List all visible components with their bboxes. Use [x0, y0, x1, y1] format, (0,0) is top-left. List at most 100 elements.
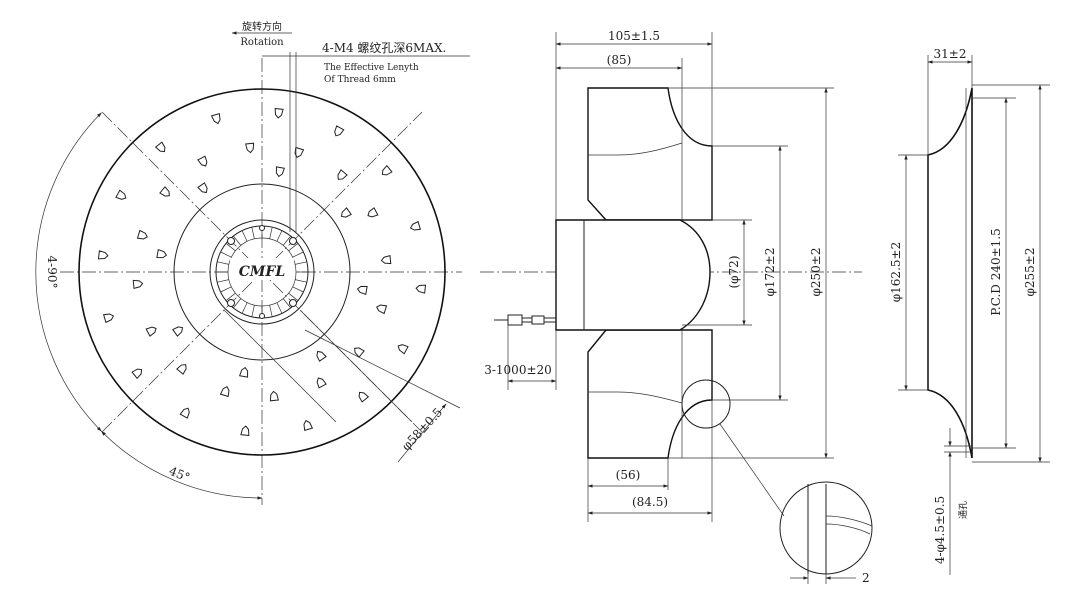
heatsink-fin	[241, 302, 248, 314]
blade-marker	[145, 326, 157, 337]
inlet-ring-view: 31±2 φ162.5±2 P.C.D 240±1.5 φ255±2 4-φ4.…	[889, 47, 1050, 575]
hub-dim-extension	[299, 309, 413, 423]
blade-marker	[159, 186, 170, 197]
inlet-ring-profile	[927, 87, 973, 459]
motor-hub: CMFL	[209, 219, 315, 325]
heatsink-fin	[217, 279, 229, 283]
blade-marker	[294, 146, 305, 158]
blade-marker	[131, 368, 143, 380]
mount-hole	[259, 313, 265, 319]
rotation-en: Rotation	[240, 37, 284, 48]
ring-inner-dia-label: φ162.5±2	[889, 242, 903, 302]
hub-dim-extension	[223, 309, 337, 423]
outer-dia-label: φ250±2	[809, 248, 823, 297]
blade-marker	[115, 189, 127, 200]
ring-holes-label: 4-φ4.5±0.5	[933, 496, 947, 564]
blade-marker	[136, 229, 148, 240]
detail-gap-label: 2	[862, 571, 870, 585]
thread-note-2: Of Thread 6mm	[324, 75, 396, 85]
blade-marker	[316, 377, 327, 389]
upper-housing	[587, 87, 713, 221]
blade-marker	[409, 220, 422, 231]
heatsink-fin	[295, 279, 307, 283]
cable-length-label: 3-1000±20	[484, 363, 552, 377]
blade-marker	[132, 279, 144, 290]
blade-marker	[415, 284, 427, 294]
blade-marker	[303, 419, 314, 432]
blade-marker	[238, 366, 249, 378]
mount-hole	[227, 299, 235, 307]
thread-note-1: The Effective Lenyth	[324, 63, 419, 73]
heatsink-fin	[288, 243, 299, 252]
blade-marker	[340, 207, 352, 218]
impeller-inner-ring	[173, 183, 351, 361]
blade-marker	[156, 248, 168, 259]
blade-marker	[334, 125, 345, 137]
hub-dim-line	[304, 329, 461, 409]
blade-marker	[97, 250, 109, 260]
heatsink-fin	[220, 286, 232, 293]
front-view: CMFL 旋转方向 Rotation 4-M4 螺纹孔深6MAX. The Ef…	[35, 20, 470, 505]
ring-outer-dia-label: φ255±2	[1023, 248, 1037, 297]
width-84-5-label: (84.5)	[632, 495, 668, 509]
heatsink-fin	[288, 292, 299, 301]
lower-housing	[587, 329, 713, 459]
heatsink-fin	[292, 251, 304, 258]
heatsink-fin	[251, 227, 255, 239]
upper-blade-edge	[588, 142, 683, 156]
heatsink-fin	[295, 261, 307, 265]
ring-holes-note: 通孔	[958, 501, 969, 519]
heatsink-fin	[217, 261, 229, 265]
ring-pcd-label: P.C.D 240±1.5	[989, 228, 1003, 316]
blade-marker	[337, 169, 348, 180]
angle-45-arc	[101, 430, 263, 500]
heatsink-fin	[282, 235, 291, 246]
lower-blade-edge	[588, 391, 683, 404]
blade-marker	[219, 386, 230, 398]
thread-spec: 4-M4 螺纹孔深6MAX.	[322, 41, 446, 55]
blade-marker	[356, 285, 368, 296]
ring-depth-label: 31±2	[934, 47, 967, 61]
blade-marker	[197, 155, 208, 167]
heatsink-fin	[251, 305, 255, 317]
angle-4x90-label: 4-90°	[45, 256, 59, 289]
width-85-label: (85)	[607, 53, 632, 67]
heatsink-fin	[292, 286, 304, 293]
heatsink-fin	[269, 305, 273, 317]
heatsink-fin	[282, 298, 291, 309]
hub-diameter-label: φ58±0.5	[399, 405, 445, 453]
blade-marker	[210, 112, 221, 125]
cable-connector	[507, 314, 523, 326]
blade-marker	[240, 425, 250, 437]
blade-marker	[380, 254, 392, 265]
detail-view	[779, 481, 873, 584]
heatsink-fin	[225, 292, 236, 301]
blade-marker	[179, 407, 190, 419]
blade-marker	[269, 390, 280, 402]
heatsink-fin	[233, 235, 242, 246]
heatsink-fin	[225, 243, 236, 252]
angle-45-label: 45°	[167, 464, 192, 485]
heatsink-fin	[220, 251, 232, 258]
hub-dim-line	[397, 403, 447, 463]
width-total-label: 105±1.5	[608, 29, 660, 43]
blade-marker	[275, 166, 286, 178]
blade-marker	[354, 347, 365, 358]
blade-marker	[367, 207, 379, 218]
blade-marker	[397, 344, 409, 355]
blade-marker	[197, 182, 208, 194]
mount-hole	[289, 299, 297, 307]
blade-marker	[154, 141, 166, 153]
heatsink-fin	[233, 298, 242, 309]
side-view: 105±1.5 (85) (56) (84.5) 3-1000±20 (φ72)…	[480, 29, 873, 585]
heatsink-fin	[241, 230, 248, 242]
blade-marker	[358, 391, 370, 403]
inner-dia-label: φ172±2	[763, 248, 777, 297]
hub-logo: CMFL	[239, 264, 286, 280]
blade-marker	[102, 313, 115, 324]
heatsink-fin	[269, 227, 273, 239]
heatsink-fin	[276, 230, 283, 242]
cable-sleeve	[531, 315, 545, 325]
blade-marker	[172, 326, 184, 337]
